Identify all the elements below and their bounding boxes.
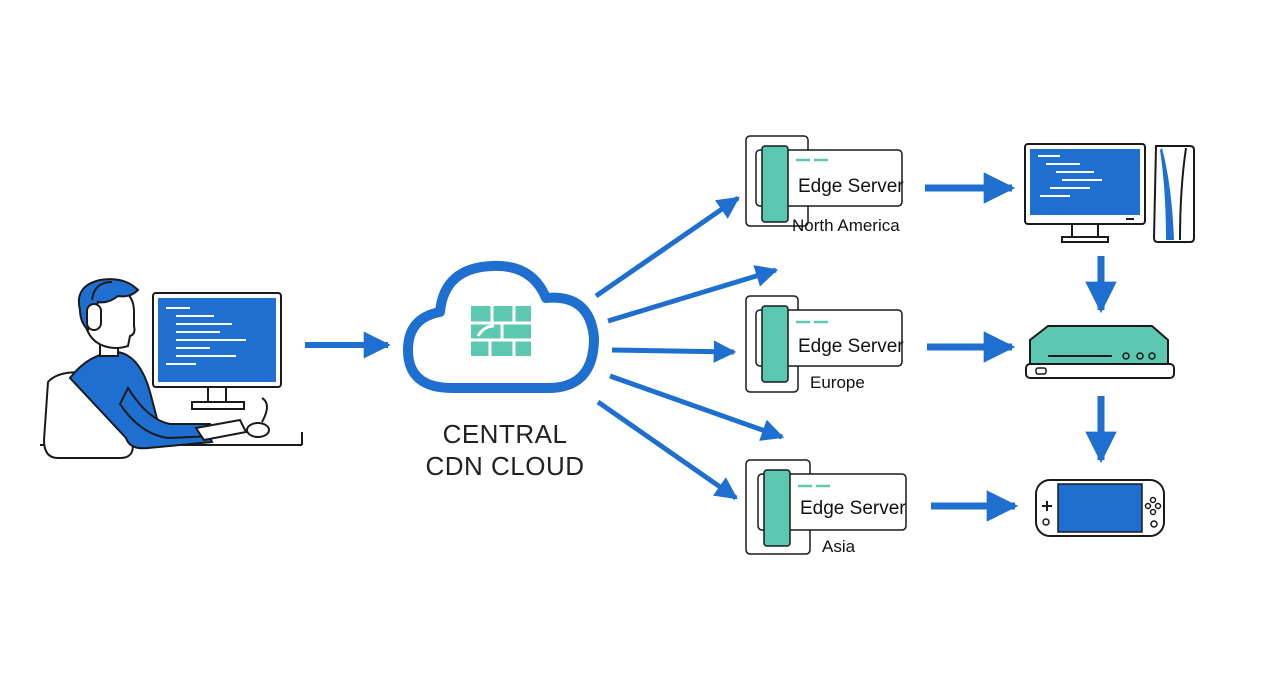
arrows-cloud-to-edges — [594, 195, 785, 501]
game-console-icon — [1025, 325, 1175, 379]
cdn-cloud-icon — [403, 260, 599, 393]
cloud-label-line2: CDN CLOUD — [425, 451, 585, 481]
edge-server-north-america — [745, 135, 903, 227]
handheld-console-icon — [1035, 479, 1165, 537]
desktop-pc-icon — [1024, 143, 1195, 243]
arrows-edges-to-devices — [925, 172, 1019, 522]
developer-at-computer-icon — [40, 278, 303, 459]
edge-server-europe — [745, 295, 903, 393]
edge-server-title: Edge Server — [798, 176, 904, 197]
edge-server-region: Asia — [822, 537, 856, 556]
edge-server-region: North America — [792, 216, 900, 235]
edge-server-region: Europe — [810, 373, 865, 392]
cloud-label-line1: CENTRAL — [442, 419, 568, 449]
edge-server-asia — [745, 459, 907, 555]
cloud-label: CENTRAL CDN CLOUD — [400, 418, 610, 482]
edge-server-title: Edge Server — [798, 336, 904, 357]
firewall-icon — [471, 306, 531, 356]
edge-server-title: Edge Server — [800, 498, 906, 519]
